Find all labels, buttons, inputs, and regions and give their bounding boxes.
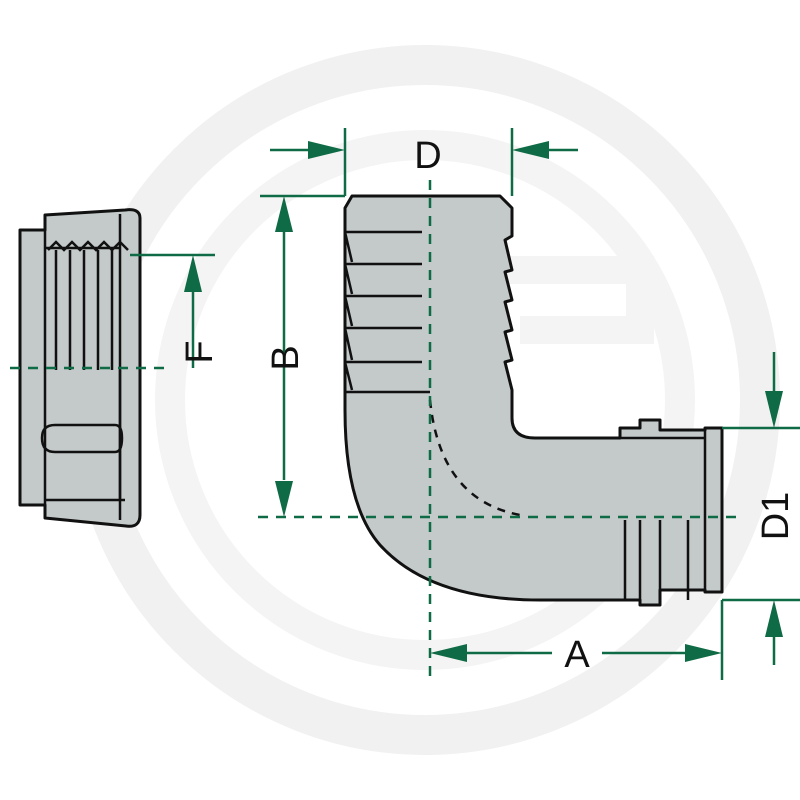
label-d1: D1 xyxy=(755,492,797,541)
label-f: F xyxy=(179,340,221,363)
elbow-fitting xyxy=(343,194,724,607)
label-a: A xyxy=(564,634,590,676)
label-d: D xyxy=(414,135,441,177)
dimension-a: A xyxy=(430,600,724,680)
centerlines xyxy=(10,180,740,680)
dimension-d1: D1 xyxy=(722,352,800,665)
dimension-d: D xyxy=(270,128,578,196)
dimension-b: B xyxy=(260,194,345,517)
threaded-nut xyxy=(18,208,142,528)
label-b: B xyxy=(265,345,307,370)
dimension-f: F xyxy=(130,253,221,368)
